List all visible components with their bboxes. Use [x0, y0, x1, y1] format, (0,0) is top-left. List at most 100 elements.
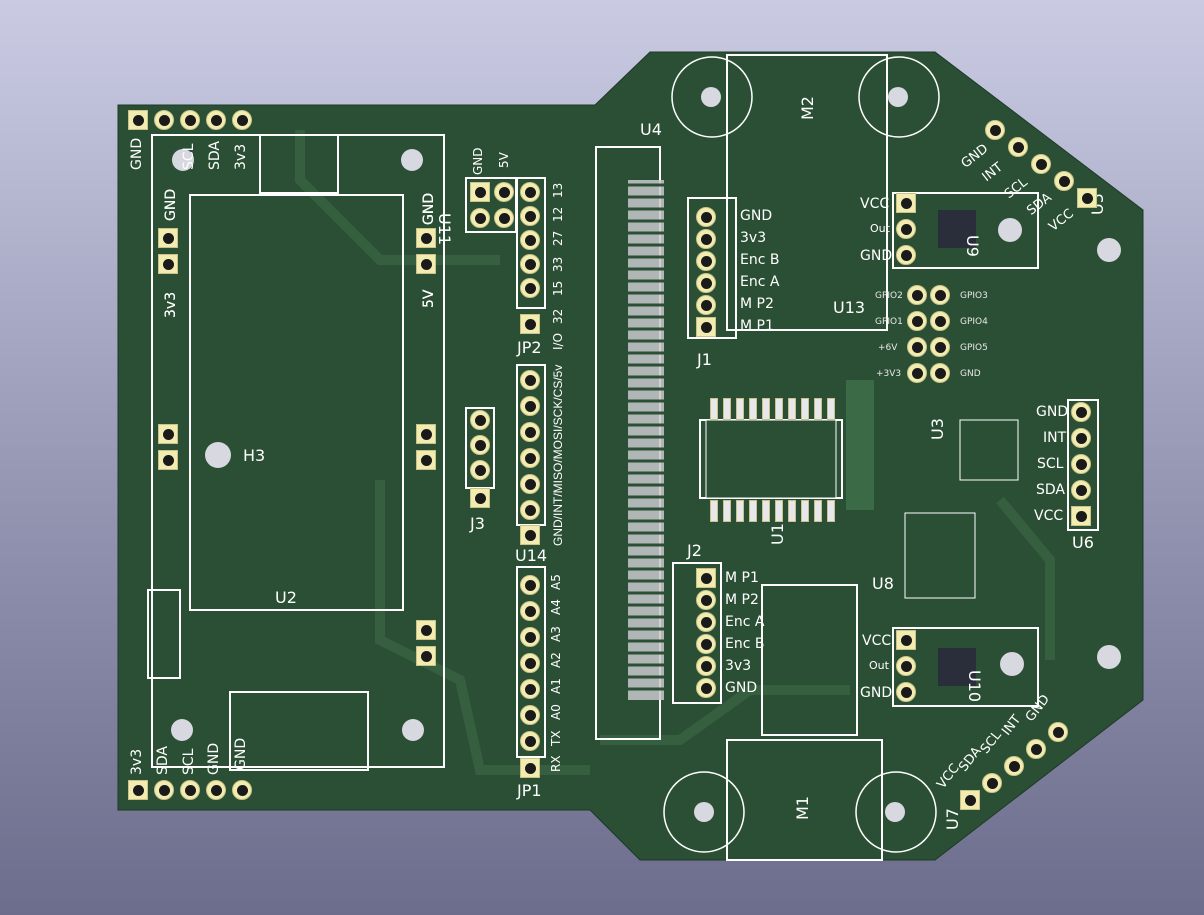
- ref-j3: J3: [470, 514, 485, 533]
- j3-pad: [470, 435, 490, 455]
- jp2-label: 32: [551, 308, 565, 324]
- j1-label: M P1: [740, 318, 774, 334]
- u9-pad: [896, 245, 916, 265]
- u1-pin: [749, 500, 757, 522]
- bottom-header-pad: [154, 780, 174, 800]
- u6-label: SDA: [1036, 482, 1065, 498]
- ref-u13: U13: [833, 298, 866, 317]
- gpio-pad: [930, 285, 950, 305]
- ref-m2: M2: [798, 96, 817, 120]
- u2-pin-label: 5V: [421, 289, 437, 308]
- u9-label: Out: [870, 222, 890, 235]
- u10-pad: [896, 682, 916, 702]
- u2-pad: [416, 620, 436, 640]
- jp1-label: A4: [549, 599, 563, 615]
- jp1-label: A5: [549, 574, 563, 590]
- u5-pad: [1008, 137, 1028, 157]
- top-header-label: 3v3: [233, 143, 249, 170]
- j3-pad: [470, 410, 490, 430]
- j3-pad: [470, 460, 490, 480]
- u2-pin-label: GND: [163, 188, 179, 221]
- u6-label: VCC: [1034, 508, 1064, 524]
- u1-pin: [801, 500, 809, 522]
- bottom-header-pad: [206, 780, 226, 800]
- u1-pin: [788, 500, 796, 522]
- j2-pad: [696, 568, 716, 588]
- u6-pad: [1071, 454, 1091, 474]
- gpio-label: +6V: [878, 343, 898, 353]
- jp1-label: RX: [549, 755, 563, 772]
- ref-u14: U14: [515, 546, 548, 565]
- u14-pad: [520, 474, 540, 494]
- ref-m1: M1: [793, 796, 812, 820]
- u7-pad: [982, 773, 1002, 793]
- u7-pad: [1026, 739, 1046, 759]
- top-header-pad: [154, 110, 174, 130]
- jp1-label: A2: [549, 652, 563, 668]
- jp1-label: TX: [549, 730, 563, 746]
- u11-pad: [470, 208, 490, 228]
- j2-pad: [696, 612, 716, 632]
- ref-u10: U10: [965, 670, 984, 703]
- j2-label: M P2: [725, 592, 759, 608]
- u1-pin: [736, 398, 744, 420]
- u10-pad: [896, 656, 916, 676]
- j2-pad: [696, 590, 716, 610]
- u2-pad: [416, 424, 436, 444]
- j1-pad: [696, 207, 716, 227]
- j1-label: GND: [740, 208, 773, 224]
- ref-u2: U2: [275, 588, 297, 607]
- u2-pin-label: 3v3: [163, 291, 179, 318]
- u2-pad: [416, 254, 436, 274]
- u6-label: SCL: [1037, 456, 1064, 472]
- u1-pin: [827, 500, 835, 522]
- gpio-pad: [930, 363, 950, 383]
- ref-u6: U6: [1072, 533, 1094, 552]
- u1-pin: [775, 398, 783, 420]
- u1-pin: [749, 398, 757, 420]
- jp2-pad: [520, 314, 540, 334]
- jp1-pad: [520, 731, 540, 751]
- jp2-label: 13: [551, 182, 565, 198]
- j1-pad: [696, 251, 716, 271]
- bottom-header-pad: [128, 780, 148, 800]
- jp1-pad: [520, 601, 540, 621]
- j2-label: GND: [725, 680, 758, 696]
- u1-pin: [736, 500, 744, 522]
- jp2-label: I/O: [551, 332, 565, 350]
- u5-pad: [1054, 171, 1074, 191]
- ref-j1: J1: [697, 350, 712, 369]
- u11-label: 5V: [497, 152, 511, 168]
- u2-pad: [158, 228, 178, 248]
- j2-label: M P1: [725, 570, 759, 586]
- ref-u1: U1: [768, 523, 787, 545]
- gpio-pad: [930, 337, 950, 357]
- ref-u11: U11: [435, 213, 454, 246]
- j1-label: 3v3: [740, 230, 767, 246]
- jp2-label: 33: [551, 256, 565, 272]
- j1-pad: [696, 317, 716, 337]
- u6-pad: [1071, 402, 1091, 422]
- u5-pad: [1031, 154, 1051, 174]
- jp1-label: A0: [549, 704, 563, 720]
- ref-u3: U3: [928, 418, 947, 440]
- bottom-header-pad: [232, 780, 252, 800]
- jp1-label: A1: [549, 678, 563, 694]
- gpio-pad: [907, 363, 927, 383]
- ref-h3: H3: [243, 446, 266, 465]
- top-header-pad: [232, 110, 252, 130]
- u2-pin-label: GND: [233, 737, 249, 770]
- u7-pad: [1048, 722, 1068, 742]
- ref-j2: J2: [687, 541, 702, 560]
- j2-label: 3v3: [725, 658, 752, 674]
- jp2-pad: [520, 278, 540, 298]
- u9-pad: [896, 219, 916, 239]
- j2-label: Enc B: [725, 636, 765, 652]
- u1-pin: [814, 500, 822, 522]
- j2-pad: [696, 656, 716, 676]
- u1-pin: [788, 398, 796, 420]
- j1-pad: [696, 229, 716, 249]
- u6-pad: [1071, 428, 1091, 448]
- u14-pad: [520, 422, 540, 442]
